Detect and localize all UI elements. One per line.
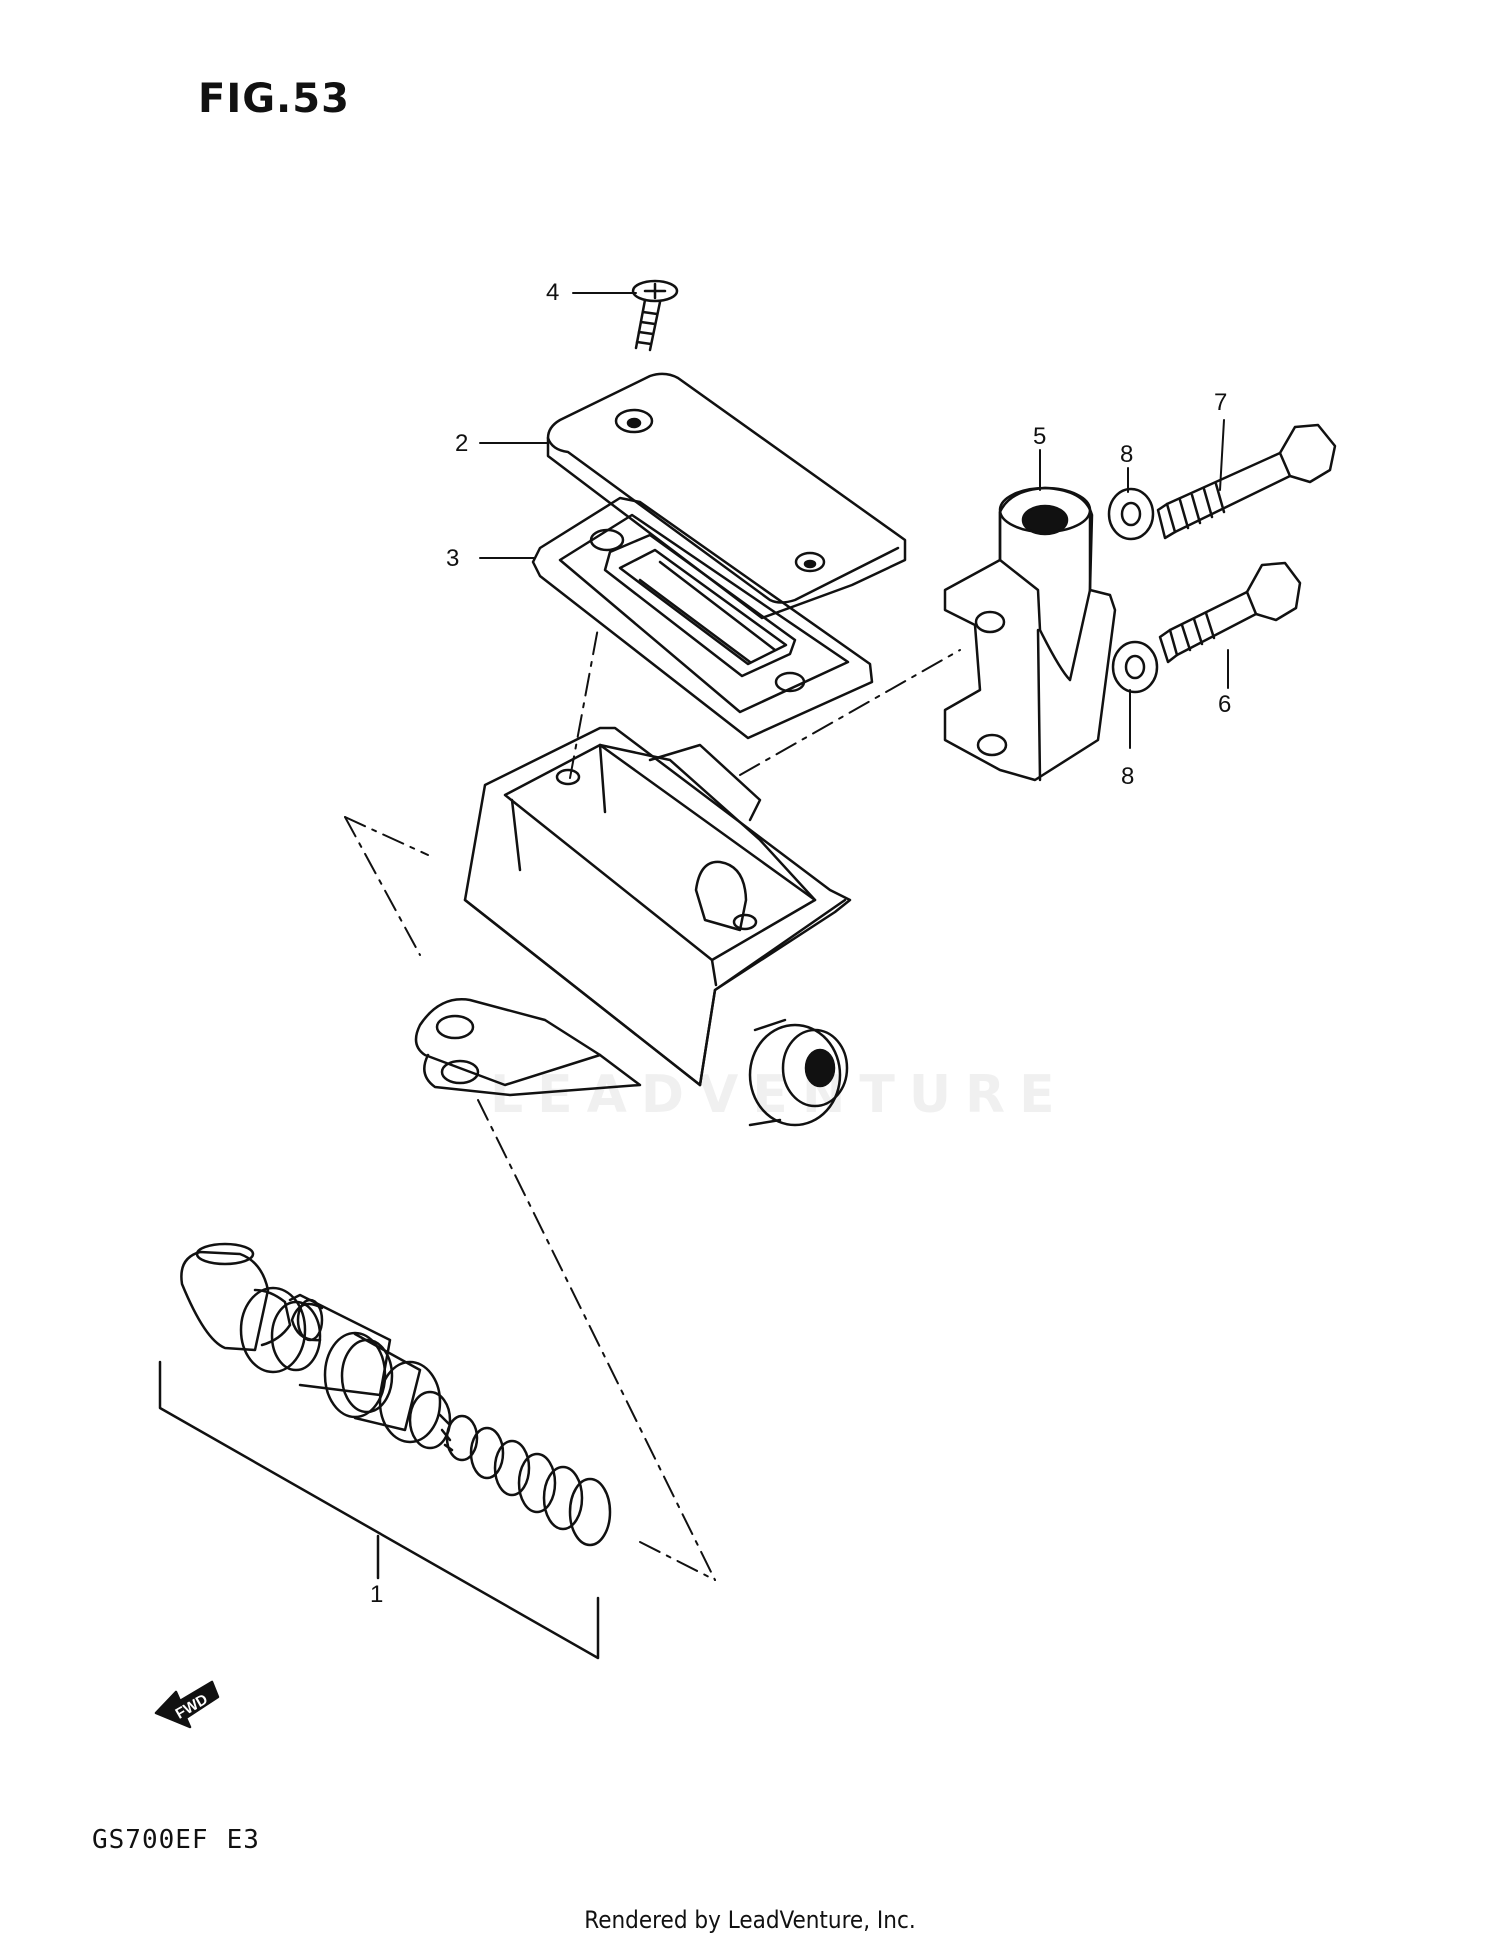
master-cylinder-body: [414, 726, 852, 1127]
callout-3: 3: [446, 545, 459, 572]
callout-5: 5: [1033, 423, 1046, 450]
callout-4: 4: [546, 279, 559, 306]
washer-lower: [1111, 640, 1159, 694]
handlebar-clamp: [943, 486, 1117, 782]
reservoir-cap: [546, 372, 907, 620]
watermark: LEADVENTURE: [490, 1065, 1069, 1125]
callout-2: 2: [455, 430, 468, 457]
bolt-upper: [1156, 423, 1337, 540]
assembly-leaders: [344, 627, 961, 1581]
screw: [631, 279, 679, 352]
render-credit: Rendered by LeadVenture, Inc.: [584, 1906, 916, 1934]
figure-title: FIG.53: [198, 76, 350, 122]
piston-assembly: [180, 1242, 612, 1547]
diaphragm-plate: [531, 496, 874, 740]
callout-7: 7: [1214, 389, 1227, 416]
bolt-lower: [1158, 561, 1302, 664]
model-code: GS700EF E3: [92, 1825, 278, 1855]
callout-8-lower: 8: [1121, 763, 1134, 790]
fwd-arrow-icon: [154, 1680, 220, 1729]
callout-leaders: [479, 292, 1229, 749]
washer-upper: [1107, 487, 1155, 541]
callout-8-upper: 8: [1120, 441, 1133, 468]
circlip: [290, 1302, 324, 1342]
group-bracket: [158, 1360, 600, 1660]
callout-6: 6: [1218, 691, 1231, 718]
callout-1: 1: [370, 1581, 383, 1608]
model-region: E3: [226, 1825, 260, 1855]
model-name: GS700EF: [92, 1825, 209, 1855]
